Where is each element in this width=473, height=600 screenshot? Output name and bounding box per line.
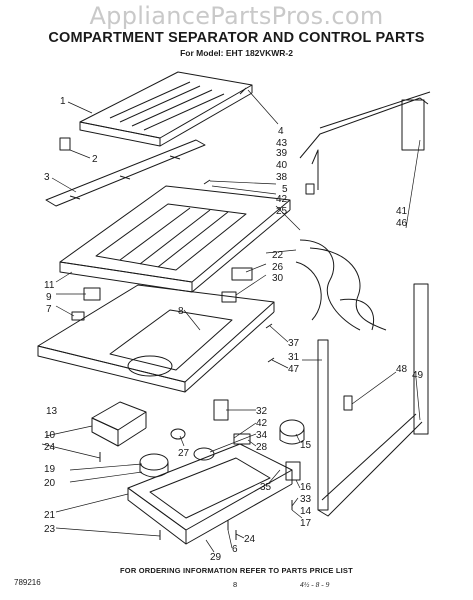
callout-43: 43	[276, 138, 288, 149]
callout-leader-lines	[41, 89, 421, 553]
callout-10: 10	[44, 430, 56, 441]
callout-26: 26	[272, 262, 284, 273]
callout-20: 20	[44, 478, 56, 489]
callout-33: 33	[300, 494, 312, 505]
callout-1: 1	[60, 96, 66, 107]
callout-16: 16	[300, 482, 312, 493]
watermark: AppliancePartsPros.com	[89, 2, 384, 30]
part-damper-assembly	[139, 453, 169, 478]
callout-25: 25	[276, 206, 288, 217]
callout-42-lower: 42	[256, 418, 268, 429]
part-small-components	[59, 137, 353, 461]
callout-32: 32	[256, 406, 268, 417]
part-thermostat-box	[91, 401, 147, 447]
callout-17: 17	[300, 518, 312, 529]
callout-14: 14	[300, 506, 312, 517]
handwritten-note: 4½ - 8 - 9	[300, 580, 330, 589]
callout-15: 15	[300, 440, 312, 451]
callout-21: 21	[44, 510, 56, 521]
part-control-knob	[279, 419, 305, 481]
callout-37: 37	[288, 338, 300, 349]
callout-numbers: 1 2 3 4 43 39 40 38 5 42 25 41 46 22 26 …	[44, 96, 424, 563]
part-separator-frame	[59, 185, 291, 293]
callout-29: 29	[210, 552, 222, 563]
callout-47: 47	[288, 364, 300, 375]
callout-31: 31	[288, 352, 300, 363]
callout-9: 9	[46, 292, 52, 303]
callout-48: 48	[396, 364, 408, 375]
callout-13: 13	[46, 406, 58, 417]
callout-34: 34	[256, 430, 268, 441]
page-number: 8	[233, 580, 238, 589]
page-title: COMPARTMENT SEPARATOR AND CONTROL PARTS	[48, 30, 425, 46]
callout-24: 24	[44, 442, 56, 453]
callout-11: 11	[44, 280, 55, 291]
callout-23: 23	[44, 524, 56, 535]
part-rail-strip	[45, 139, 206, 207]
callout-22: 22	[272, 250, 284, 261]
callout-41: 41	[396, 206, 408, 217]
callout-24-lower: 24	[244, 534, 256, 545]
callout-7: 7	[46, 304, 52, 315]
callout-19: 19	[44, 464, 56, 475]
callout-46: 46	[396, 218, 408, 229]
callout-40: 40	[276, 160, 288, 171]
callout-39: 39	[276, 148, 288, 159]
part-wiring-harness	[295, 239, 387, 331]
model-subtitle: For Model: EHT 182VKWR-2	[180, 48, 293, 58]
callout-49: 49	[412, 370, 424, 381]
callout-8: 8	[178, 306, 184, 317]
callout-3: 3	[44, 172, 50, 183]
document-code: 789216	[14, 578, 41, 587]
callout-5: 5	[282, 184, 288, 195]
callout-6: 6	[232, 544, 238, 555]
callout-30: 30	[272, 273, 284, 284]
callout-27: 27	[178, 448, 190, 459]
part-compartment-cover	[79, 71, 253, 147]
part-divider-tray	[37, 284, 275, 393]
part-door-gasket-lower	[317, 283, 429, 517]
callout-28: 28	[256, 442, 268, 453]
part-screws	[99, 87, 293, 540]
callout-4: 4	[278, 126, 284, 137]
callout-35: 35	[260, 482, 272, 493]
callout-38: 38	[276, 172, 288, 183]
part-control-housing	[127, 443, 293, 545]
ordering-note: FOR ORDERING INFORMATION REFER TO PARTS …	[120, 566, 353, 575]
callout-2: 2	[92, 154, 98, 165]
part-door-gasket-upper	[299, 91, 431, 190]
callout-42: 42	[276, 194, 288, 205]
